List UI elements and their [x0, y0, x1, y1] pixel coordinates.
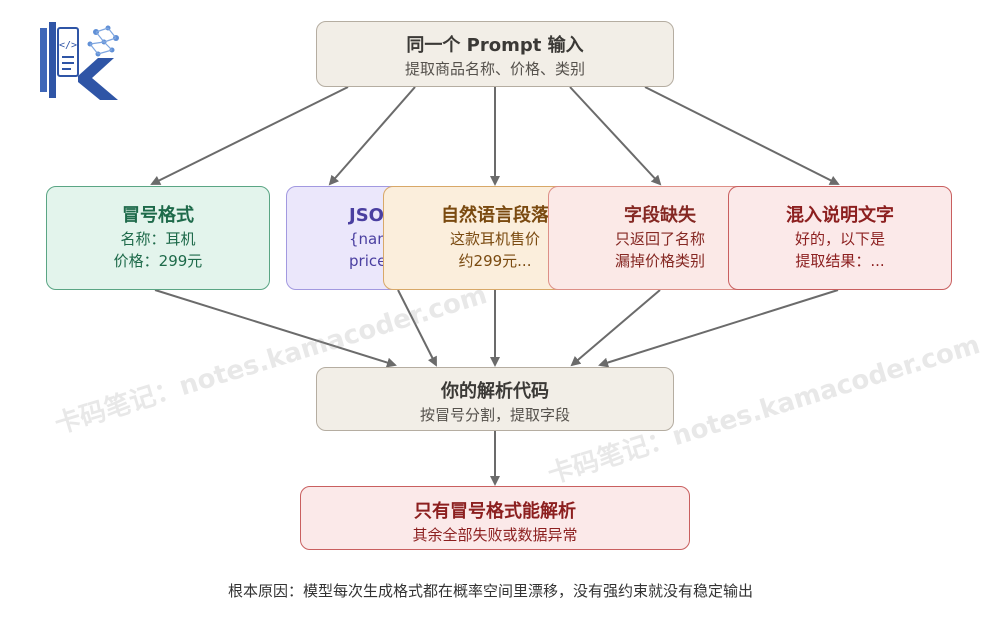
- output-colon-line2: 价格：299元: [113, 252, 203, 270]
- arrow-json-to-parser: [397, 289, 437, 367]
- output-missing-line2: 漏掉价格类别: [614, 252, 705, 270]
- footnote: 根本原因：模型每次生成格式都在概率空间里漂移，没有强约束就没有稳定输出: [227, 582, 753, 600]
- output-json-line1: {nam: [349, 230, 392, 248]
- output-json-title: JSO: [349, 205, 384, 226]
- parser-code-node: 你的解析代码 按冒号分割，提取字段: [316, 367, 674, 431]
- output-missing-title: 字段缺失: [624, 205, 696, 226]
- prompt-input-title: 同一个 Prompt 输入: [406, 35, 584, 56]
- result-subtitle: 其余全部失败或数据异常: [412, 526, 578, 544]
- prompt-input-subtitle: 提取商品名称、价格、类别: [404, 60, 585, 78]
- output-mixed-text-node: 混入说明文字 好的，以下是 提取结果：...: [728, 186, 952, 290]
- arrow-top-to-colon: [150, 86, 349, 185]
- output-json-line2: price: [349, 252, 387, 270]
- output-mixed-line2: 提取结果：...: [795, 252, 885, 270]
- output-mixed-title: 混入说明文字: [786, 205, 894, 226]
- result-node: 只有冒号格式能解析 其余全部失败或数据异常: [300, 486, 690, 550]
- output-natural-line1: 这款耳机售价: [449, 230, 540, 248]
- result-title: 只有冒号格式能解析: [414, 501, 576, 522]
- arrow-top-to-json: [328, 86, 416, 186]
- arrow-colon-to-parser: [154, 289, 397, 368]
- arrow-top-to-mixed: [644, 86, 840, 185]
- output-natural-line2: 约299元...: [458, 252, 532, 270]
- arrow-mixed-to-parser: [598, 289, 839, 368]
- svg-text:</>: </>: [59, 40, 77, 51]
- parser-subtitle: 按冒号分割，提取字段: [419, 406, 570, 424]
- parser-title: 你的解析代码: [441, 381, 549, 402]
- prompt-input-node: 同一个 Prompt 输入 提取商品名称、价格、类别: [316, 21, 674, 87]
- svg-text:K: K: [81, 99, 83, 101]
- output-natural-title: 自然语言段落: [441, 205, 549, 226]
- output-colon-title: 冒号格式: [122, 205, 194, 226]
- output-colon-line1: 名称：耳机: [120, 230, 196, 248]
- kamacoder-logo: </> K: [40, 22, 119, 101]
- output-missing-line1: 只返回了名称: [614, 230, 705, 248]
- output-colon-format-node: 冒号格式 名称：耳机 价格：299元: [46, 186, 270, 290]
- arrow-top-to-missing: [569, 86, 662, 186]
- arrow-missing-to-parser: [570, 289, 661, 367]
- output-mixed-line1: 好的，以下是: [794, 230, 885, 248]
